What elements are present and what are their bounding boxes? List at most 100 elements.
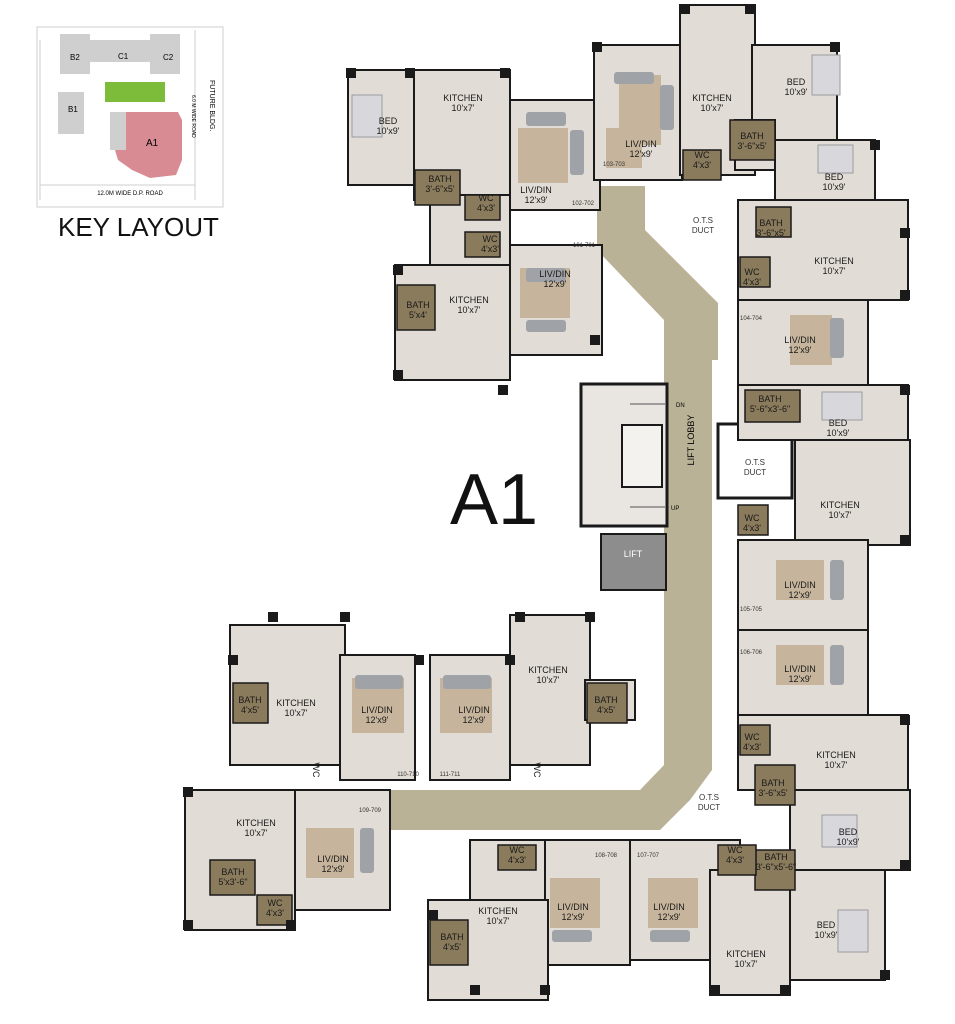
unit-number-104: 104-704 xyxy=(740,316,763,322)
structural-column xyxy=(592,42,602,52)
ots-top-label: O.T.S xyxy=(693,216,713,225)
ots-bottom-duct-label: DUCT xyxy=(698,803,720,812)
sofa xyxy=(650,930,690,942)
room-livdin-label: LIV/DIN xyxy=(625,139,657,149)
key-future-bldg-label: FUTURE BLDG. xyxy=(208,80,215,131)
structural-column xyxy=(680,4,690,14)
room-kitchen-size: 10'x7' xyxy=(487,916,510,926)
ots-center-label: O.T.S xyxy=(745,458,765,467)
room-livdin-size: 12'x9' xyxy=(630,149,653,159)
room-kitchen-label: KITCHEN xyxy=(478,906,518,916)
wet-area xyxy=(396,284,436,331)
room-bed-label: BED xyxy=(825,172,844,182)
room-bath-size: 3'-6"x5'-6" xyxy=(756,862,796,872)
room-wc-label: WC xyxy=(483,234,498,244)
room-wc-label: WC xyxy=(745,732,760,742)
structural-column xyxy=(405,68,415,78)
structural-column xyxy=(900,385,910,395)
stair-up-label: UP xyxy=(671,506,679,512)
room-livdin-label: LIV/DIN xyxy=(653,902,685,912)
sofa xyxy=(443,675,491,689)
room-bath-size: 3'-6"x5' xyxy=(756,228,785,238)
room-bed-label: BED xyxy=(839,827,858,837)
structural-column xyxy=(393,370,403,380)
wet-area xyxy=(429,919,469,966)
wet-area xyxy=(414,169,461,206)
structural-column xyxy=(830,42,840,52)
sofa xyxy=(355,675,403,689)
unit-number-108: 108-708 xyxy=(595,853,618,859)
room-wc-label: WC xyxy=(532,763,542,778)
wet-area xyxy=(739,724,771,756)
structural-column xyxy=(780,985,790,995)
floor-plate xyxy=(509,614,591,766)
key-layout-title: KEY LAYOUT xyxy=(58,212,219,242)
living-rug xyxy=(606,128,642,168)
key-b2-label: B2 xyxy=(70,53,80,62)
room-bath-label: BATH xyxy=(428,174,451,184)
wet-area xyxy=(755,206,792,238)
lift-lobby-label: LIFT LOBBY xyxy=(686,415,696,466)
room-bed-size: 10'x9' xyxy=(837,837,860,847)
structural-column xyxy=(590,335,600,345)
room-bath-label: BATH xyxy=(221,867,244,877)
room-bath-label: BATH xyxy=(759,218,782,228)
room-bath-size: 4'x5' xyxy=(241,705,259,715)
structural-column xyxy=(515,612,525,622)
wet-area xyxy=(682,149,722,181)
structural-column xyxy=(183,920,193,930)
room-bed-label: BED xyxy=(817,920,836,930)
key-side-road-label: 6.0 M WIDE ROAD xyxy=(190,95,196,138)
sofa xyxy=(660,85,674,130)
structural-column xyxy=(900,228,910,238)
structural-column xyxy=(414,655,424,665)
unit-number-101: 101-701 xyxy=(573,243,596,249)
sofa xyxy=(830,318,844,358)
structural-column xyxy=(900,860,910,870)
room-bath-size: 5'-6"x3'-6" xyxy=(750,404,790,414)
unit-number-107: 107-707 xyxy=(637,853,660,859)
room-bed-size: 10'x9' xyxy=(815,930,838,940)
sofa xyxy=(614,72,654,84)
room-livdin-label: LIV/DIN xyxy=(317,854,349,864)
key-layout-plan: B2 C1 C2 B1 A1 6.0 M WIDE ROAD FUTURE BL… xyxy=(36,26,224,208)
room-bed-label: BED xyxy=(829,418,848,428)
room-wc-label: WC xyxy=(268,898,283,908)
room-livdin-size: 12'x9' xyxy=(658,912,681,922)
wet-area xyxy=(737,504,769,536)
ots-bottom-label: O.T.S xyxy=(699,793,719,802)
room-kitchen-size: 10'x7' xyxy=(735,959,758,969)
sofa xyxy=(526,268,566,282)
structural-column xyxy=(340,612,350,622)
room-livdin-label: LIV/DIN xyxy=(784,580,816,590)
wet-area xyxy=(744,389,801,423)
room-livdin-label: LIV/DIN xyxy=(539,269,571,279)
structural-column xyxy=(346,68,356,78)
room-kitchen-size: 10'x7' xyxy=(458,305,481,315)
living-rug xyxy=(776,560,824,600)
key-a1-label: A1 xyxy=(146,138,159,149)
structural-column xyxy=(540,985,550,995)
room-bath-label: BATH xyxy=(440,932,463,942)
structural-column xyxy=(183,787,193,797)
living-rug xyxy=(790,315,832,365)
room-bed-label: BED xyxy=(787,77,806,87)
room-bath-label: BATH xyxy=(740,131,763,141)
stair-dn-label: DN xyxy=(676,403,685,409)
structural-column xyxy=(585,612,595,622)
room-wc-size: 4'x3' xyxy=(743,523,761,533)
room-livdin-label: LIV/DIN xyxy=(784,664,816,674)
structural-column xyxy=(428,910,438,920)
structural-column xyxy=(745,4,755,14)
room-bath-size: 3'-6"x5' xyxy=(425,184,454,194)
structural-column xyxy=(710,985,720,995)
room-livdin-size: 12'x9' xyxy=(789,674,812,684)
room-livdin-label: LIV/DIN xyxy=(784,335,816,345)
room-livdin-label: LIV/DIN xyxy=(361,705,393,715)
unit-number-110: 110-710 xyxy=(397,772,419,778)
room-livdin-label: LIV/DIN xyxy=(520,185,552,195)
unit-number-102: 102-702 xyxy=(572,201,595,207)
room-wc-size: 4'x3' xyxy=(743,742,761,752)
structural-column xyxy=(870,140,880,150)
room-wc-label: WC xyxy=(695,150,710,160)
